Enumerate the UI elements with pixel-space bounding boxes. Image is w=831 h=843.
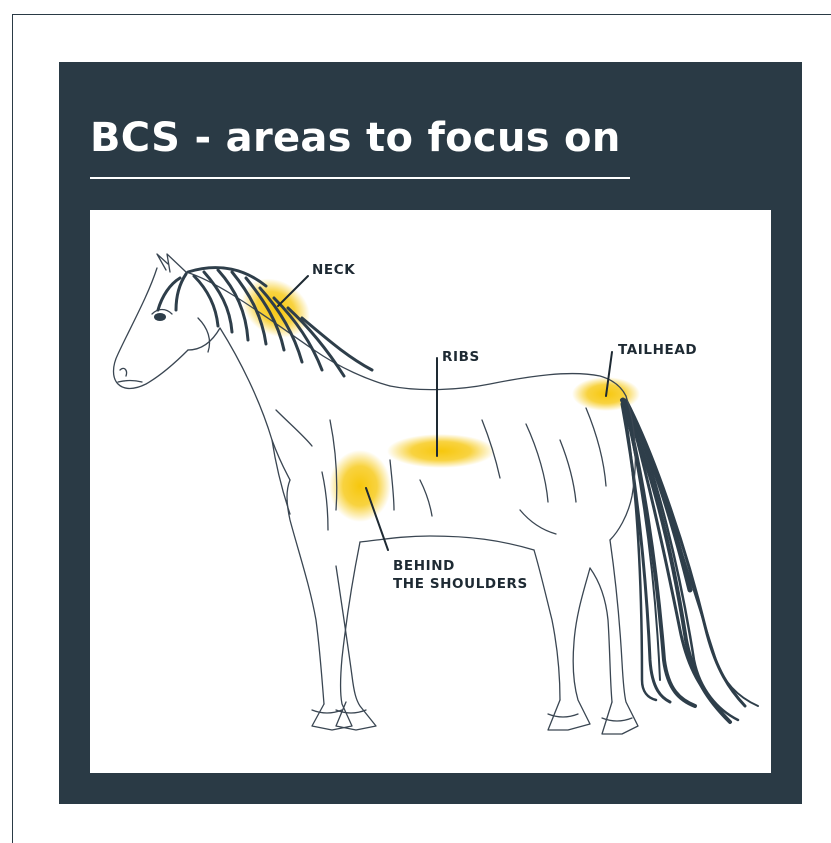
ribs-label: RIBS — [442, 348, 480, 366]
diagram-canvas: NECK RIBS TAILHEAD BEHIND THE SHOULDERS — [90, 210, 771, 773]
tailhead-label: TAILHEAD — [618, 341, 697, 359]
ribs-highlight — [387, 434, 495, 468]
title-underline — [90, 177, 630, 179]
tail — [622, 400, 758, 722]
behind-shoulders-label-line1: BEHIND — [393, 557, 455, 575]
behind-shoulders-label-line2: THE SHOULDERS — [393, 575, 528, 593]
page-title: BCS - areas to focus on — [90, 114, 621, 162]
horse-diagram — [90, 210, 771, 773]
neck-label: NECK — [312, 261, 355, 279]
shoulder-highlight — [329, 450, 391, 522]
infographic-panel: BCS - areas to focus on — [59, 62, 802, 804]
leader-lines — [278, 276, 612, 550]
